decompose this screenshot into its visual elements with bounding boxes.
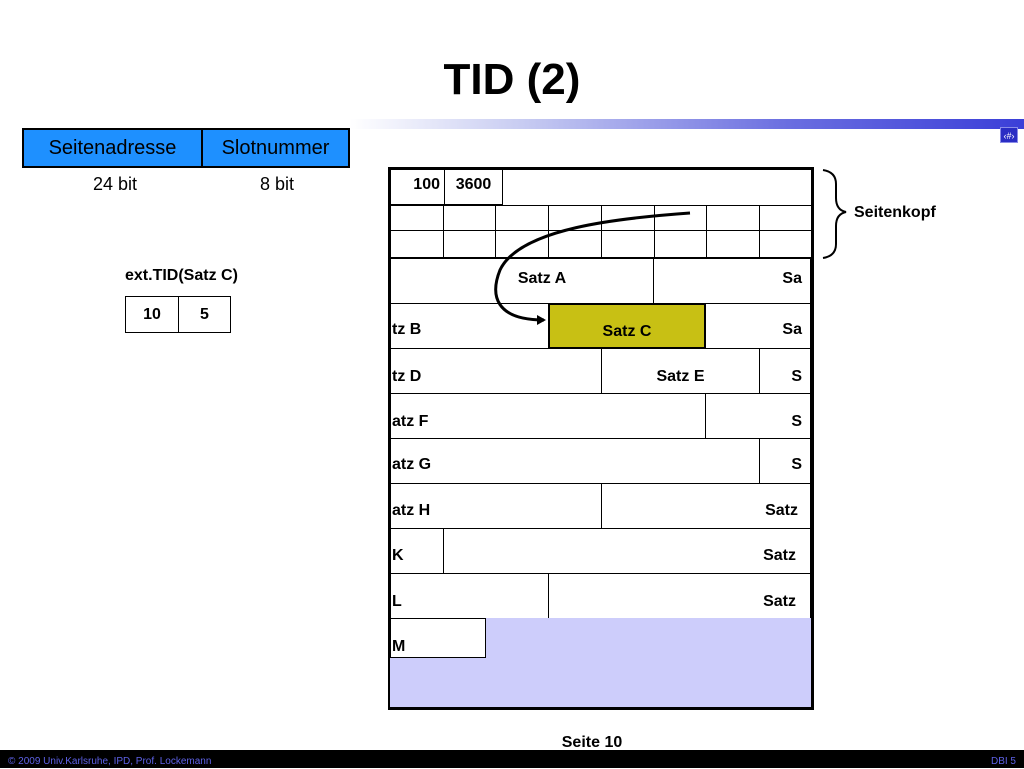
slot-divider xyxy=(706,205,707,258)
footer-slide-id: DBI 5 xyxy=(990,756,1016,767)
record-satz-m: M xyxy=(390,618,486,658)
header-brace-icon xyxy=(822,169,847,259)
header-value-page-number: 100 xyxy=(390,169,445,205)
slide-number-badge: ‹#› xyxy=(1000,127,1018,143)
title-gradient-bar xyxy=(350,119,1024,129)
ext-tid-label: ext.TID(Satz C) xyxy=(125,267,238,284)
slot-row-divider xyxy=(390,230,811,231)
header-value-free-offset: 3600 xyxy=(444,169,503,205)
page-caption: Seite 10 xyxy=(561,734,623,751)
slot-divider xyxy=(548,205,549,258)
footer-copyright: © 2009 Univ.Karlsruhe, IPD, Prof. Lockem… xyxy=(8,756,212,767)
footer-bar xyxy=(0,750,1024,768)
slot-divider xyxy=(601,205,602,258)
slot-divider xyxy=(443,205,444,258)
tid-bits-slotnummer: 8 bit xyxy=(259,174,295,194)
record-satz-c: Satz C xyxy=(548,303,706,349)
slide-title: TID (2) xyxy=(443,55,581,104)
tid-field-slotnummer: Slotnummer xyxy=(201,128,350,168)
slot-divider xyxy=(654,205,655,258)
slot-divider xyxy=(495,205,496,258)
tid-bits-seitenadresse: 24 bit xyxy=(92,174,138,194)
slot-pointer-arrow xyxy=(494,211,691,325)
ext-tid-page-value: 10 xyxy=(125,296,179,333)
header-brace-label: Seitenkopf xyxy=(854,204,936,221)
slot-divider xyxy=(759,205,760,258)
ext-tid-slot-value: 5 xyxy=(178,296,231,333)
slot-directory xyxy=(390,205,811,258)
